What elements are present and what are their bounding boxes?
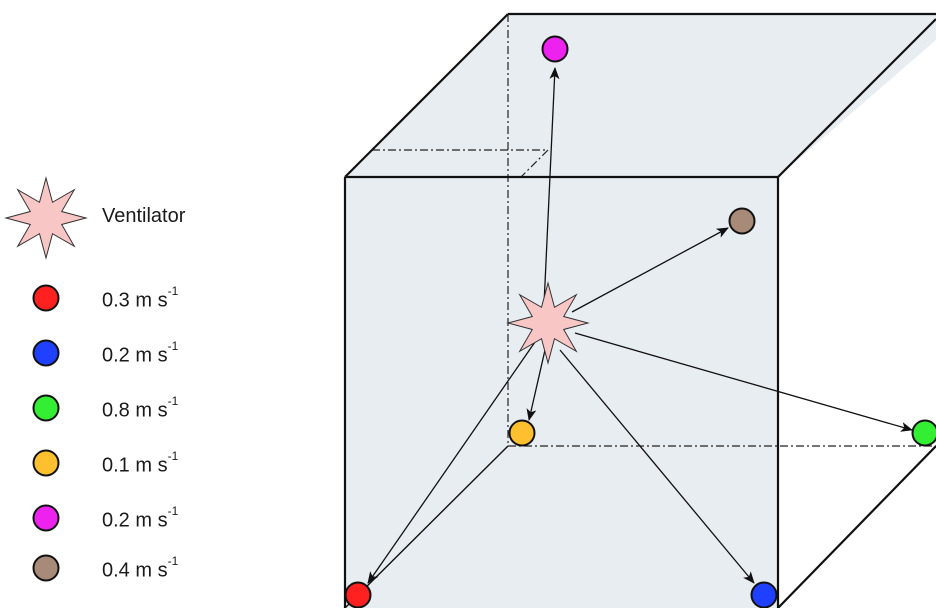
legend-item-2: 0.2 m s-1	[102, 340, 178, 367]
legend-item-1-value: 0.3	[102, 289, 130, 312]
airflow-arrows	[367, 67, 913, 584]
legend-item-6-unit: m s	[135, 559, 168, 582]
edge-top-left	[344, 13, 509, 178]
legend-item-1: 0.3 m s-1	[102, 285, 178, 312]
legend-item-5-exponent: -1	[167, 504, 179, 518]
legend-item-4: 0.1 m s-1	[102, 450, 178, 477]
legend-item-3-exponent: -1	[167, 394, 179, 408]
arrow-to-magenta	[543, 67, 560, 306]
legend-item-5-value: 0.2	[102, 509, 130, 532]
legend-item-4-unit: m s	[135, 454, 168, 477]
sensor-magenta	[541, 35, 569, 63]
sensor-brown	[728, 207, 756, 235]
arrow-to-red	[367, 341, 536, 584]
legend-item-2-exponent: -1	[167, 339, 179, 353]
legend-ventilator-star-icon	[4, 176, 88, 260]
sensor-green	[911, 419, 936, 447]
legend-item-2-unit: m s	[135, 344, 168, 367]
legend	[4, 176, 88, 582]
legend-swatch-brown	[32, 554, 60, 582]
legend-item-5-unit: m s	[135, 509, 168, 532]
legend-item-2-value: 0.2	[102, 344, 130, 367]
legend-item-6-exponent: -1	[167, 554, 179, 568]
legend-item-3: 0.8 m s-1	[102, 395, 178, 422]
edge-right-floor	[777, 445, 936, 608]
legend-item-6-value: 0.4	[102, 559, 130, 582]
sensor-blue	[750, 581, 778, 608]
legend-swatch-magenta	[32, 504, 60, 532]
legend-item-3-value: 0.8	[102, 399, 130, 422]
sensor-points	[344, 35, 936, 608]
legend-item-3-unit: m s	[135, 399, 168, 422]
arrow-to-yellow	[526, 349, 546, 421]
legend-swatch-green	[32, 394, 60, 422]
legend-item-4-exponent: -1	[167, 449, 179, 463]
legend-ventilator-label: Ventilator	[102, 205, 186, 227]
arrow-to-brown	[571, 227, 729, 313]
arrow-to-blue	[559, 349, 755, 584]
legend-swatch-yellow	[32, 449, 60, 477]
ventilator-star-icon	[506, 281, 590, 365]
legend-item-6: 0.4 m s-1	[102, 555, 178, 582]
sensor-yellow	[508, 419, 536, 447]
legend-item-5: 0.2 m s-1	[102, 505, 178, 532]
room-cube	[343, 12, 936, 608]
arrow-to-green	[574, 332, 913, 432]
sensor-red	[344, 581, 372, 608]
legend-swatch-red	[32, 284, 60, 312]
edge-top-right	[777, 18, 936, 178]
legend-item-4-value: 0.1	[102, 454, 130, 477]
legend-item-1-unit: m s	[135, 289, 168, 312]
legend-swatch-blue	[32, 339, 60, 367]
legend-item-1-exponent: -1	[167, 284, 179, 298]
window-edge-2	[520, 149, 549, 178]
